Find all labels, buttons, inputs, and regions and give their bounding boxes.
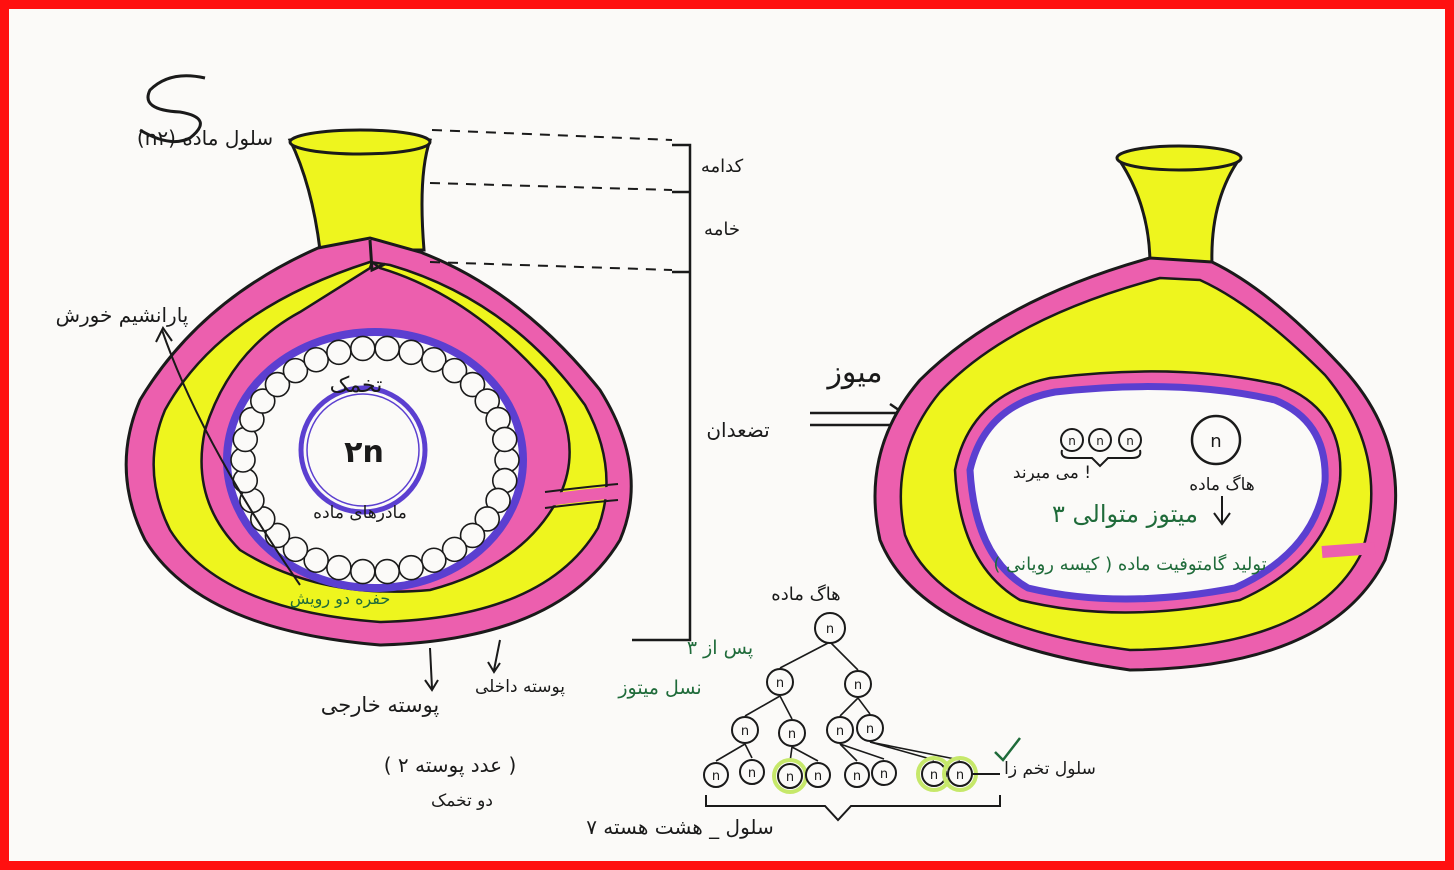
lineage-link <box>858 698 870 714</box>
nucellus-cell <box>399 340 423 364</box>
nucellus-cell <box>375 560 399 584</box>
label-gametophyte: تولید گامتوفیت ماده ( کیسه رویانی ) <box>993 553 1266 575</box>
nucellus-cell <box>493 427 517 451</box>
label-funiculus: خامه <box>704 219 740 240</box>
label-egg-number: ۲n <box>344 435 384 470</box>
measure-bracket <box>632 145 690 640</box>
functional-megaspore-symbol: n <box>1210 431 1221 452</box>
lineage-link <box>830 642 858 670</box>
label-meiosis: میوز <box>825 355 882 390</box>
dying-cell-symbol: n <box>1096 434 1104 448</box>
ovule-diagram: (n۲) سلول ماده کدامه خامه پارانشیم خورش … <box>9 9 1445 861</box>
lineage-link <box>840 698 858 716</box>
dying-cell-symbol: n <box>1126 434 1134 448</box>
label-female-spore: هاگ ماده <box>1189 474 1255 495</box>
lineage-link <box>870 742 960 760</box>
lineage-link <box>780 696 792 719</box>
dash-mid <box>430 183 672 190</box>
label-nucellus: پارانشیم خورش <box>56 303 189 328</box>
label-reduction: تضعدان <box>706 418 769 442</box>
lineage-link <box>792 747 818 761</box>
lineage-node-label: n <box>880 767 888 782</box>
egg-cell-check <box>995 738 1020 760</box>
lineage-top-label: هاگ ماده <box>771 584 840 605</box>
label-micropyle: کدامه <box>701 156 744 177</box>
lineage-node-label: n <box>854 678 862 693</box>
outer-integument-pointer <box>425 648 438 690</box>
lineage-node-label: n <box>826 622 834 637</box>
dash-low <box>430 262 672 270</box>
nucellus-cell <box>304 348 328 372</box>
lineage-node-label: n <box>866 722 874 737</box>
lineage-link <box>780 642 830 668</box>
nucellus-cell <box>327 556 351 580</box>
lineage-link <box>745 696 780 716</box>
dying-cell-symbol: n <box>1068 434 1076 448</box>
lineage-node-label: n <box>836 724 844 739</box>
lineage-node-label: n <box>748 766 756 781</box>
label-egg: تخمک <box>330 373 383 398</box>
nucellus-cell <box>422 548 446 572</box>
lineage-egg-cell-label: سلول تخم زا <box>1004 759 1096 779</box>
lineage-node-label: n <box>741 724 749 739</box>
nucellus-cell <box>399 556 423 580</box>
lineage-node-label: n <box>788 727 796 742</box>
right-ovule-neck-opening <box>1117 146 1241 170</box>
lineage-summary: ۷ سلول _ هشت هسته <box>586 815 774 839</box>
left-funiculus <box>548 492 618 500</box>
nucellus-cell <box>327 340 351 364</box>
label-integument-suffix: دو تخمک <box>431 791 493 811</box>
lineage-node-label: n <box>776 676 784 691</box>
label-dying: می میرند ! <box>1013 463 1091 483</box>
lineage-node-label: n <box>786 770 794 785</box>
lineage-after-mitosis: پس از ۳ <box>687 637 753 659</box>
lineage-mitosis-generation: نسل میتوز <box>617 677 701 699</box>
lineage-links <box>716 642 960 762</box>
left-title: (n۲) سلول ماده <box>137 126 273 150</box>
label-embryo-sac: حفره دو رویش <box>290 589 391 609</box>
label-integument-count: ( ۲ عدد پوسته ) <box>384 753 517 778</box>
lineage-link <box>716 744 745 761</box>
label-mitosis: ۳ میتوز متوالی <box>1052 500 1198 528</box>
left-ovule-neck-opening <box>290 130 430 154</box>
lineage-node-label: n <box>930 768 938 783</box>
lineage-node-label: n <box>956 768 964 783</box>
label-mother-cells: مادرهای ماده <box>313 503 407 523</box>
right-ovule: n n n می میرند ! n هاگ ماده ۳ میتوز متوالی… <box>875 146 1396 670</box>
nucellus-cell <box>351 560 375 584</box>
right-funiculus <box>1322 548 1375 552</box>
dash-top <box>432 130 672 140</box>
inner-integument-pointer <box>488 640 500 672</box>
nucellus-cell <box>375 336 399 360</box>
label-inner-integument: پوسته داخلی <box>475 677 565 697</box>
lineage-node-label: n <box>814 769 822 784</box>
nucellus-cell <box>351 336 375 360</box>
lineage-link <box>745 744 752 758</box>
middle-transition: میوز تضعدان <box>706 355 912 442</box>
lineage-node-label: n <box>853 769 861 784</box>
label-outer-integument: پوسته خارجی <box>321 693 440 717</box>
lineage-node-label: n <box>712 769 720 784</box>
